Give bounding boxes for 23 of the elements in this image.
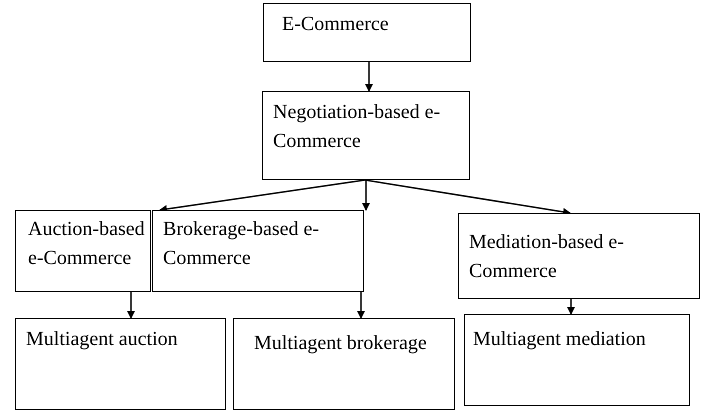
box-label: Mediation-based e-Commerce [469,230,625,284]
process-box [15,318,226,410]
arrow [364,179,571,216]
arrow [362,180,370,211]
process-box [464,314,690,406]
process-box [263,3,471,62]
box-label: E-Commerce [282,12,390,37]
box-label: Auction-based e-Commerce [28,217,146,271]
process-box [262,91,470,180]
process-box [152,210,364,292]
box-label: Multiagent mediation [473,327,647,352]
process-box [458,213,700,299]
arrow [357,292,365,319]
arrow [567,299,575,315]
process-box [15,210,151,292]
box-label: Brokerage-based e-Commerce [163,217,320,271]
process-box [233,318,455,410]
box-label: Multiagent brokerage [254,331,428,356]
arrow [365,62,373,92]
arrow [127,292,135,319]
arrow [159,179,366,213]
box-label: Multiagent auction [26,327,179,352]
box-label: Negotiation-based e-Commerce [273,100,442,154]
